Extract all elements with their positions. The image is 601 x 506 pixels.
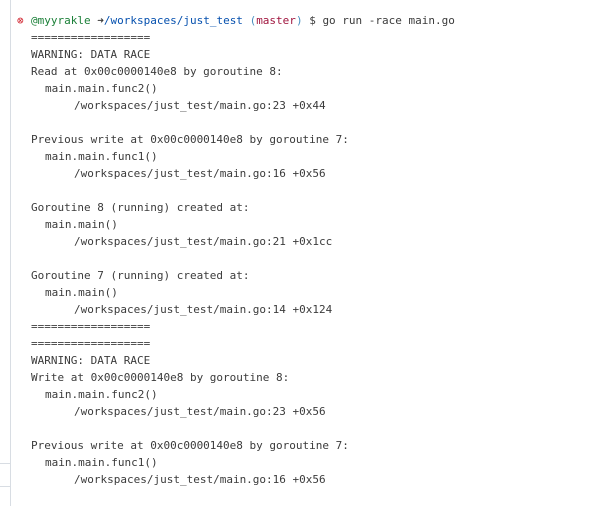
- output-line: WARNING: DATA RACE: [31, 48, 151, 61]
- output-line: main.main.func1(): [45, 150, 158, 163]
- output-line: main.main.func2(): [45, 82, 158, 95]
- output-line: [17, 182, 601, 199]
- prompt-arrow: ➜: [97, 14, 104, 27]
- output-line: main.main(): [45, 218, 118, 231]
- output-line: Previous write at 0x00c0000140e8 by goro…: [31, 439, 349, 452]
- output-line: [17, 114, 601, 131]
- output-line: Goroutine 8 (running) created at:: [31, 201, 250, 214]
- output-line: /workspaces/just_test/main.go:21 +0x1cc: [74, 235, 333, 248]
- output-line: Write at 0x00c0000140e8 by goroutine 8:: [31, 371, 290, 384]
- output-line: /workspaces/just_test/main.go:16 +0x56: [74, 167, 326, 180]
- output-line: Previous write at 0x00c0000140e8 by goro…: [31, 133, 349, 146]
- prompt-user: @myyrakle: [31, 14, 91, 27]
- prompt-branch: master: [256, 14, 296, 27]
- output-line: /workspaces/just_test/main.go:23 +0x56: [74, 405, 326, 418]
- terminal-gutter: [0, 0, 11, 506]
- output-line: Read at 0x00c0000140e8 by goroutine 8:: [31, 65, 283, 78]
- output-line: main.main.func2(): [45, 388, 158, 401]
- error-circle-icon[interactable]: ⊗: [17, 14, 24, 27]
- prompt-line: ⊗ @myyrakle ➜/workspaces/just_test (maste…: [17, 12, 601, 29]
- output-line: WARNING: DATA RACE: [31, 354, 151, 367]
- branch-paren-close: ): [295, 14, 303, 27]
- command-output: ================== WARNING: DATA RACE Read…: [17, 29, 601, 488]
- gutter-divider: [0, 486, 10, 487]
- output-line: ==================: [31, 337, 151, 350]
- output-line: Goroutine 7 (running) created at:: [31, 269, 250, 282]
- gutter-divider: [0, 463, 10, 464]
- output-line: [17, 250, 601, 267]
- output-line: [17, 420, 601, 437]
- prompt-cwd: /workspaces/just_test: [103, 14, 243, 27]
- terminal-output[interactable]: ⊗ @myyrakle ➜/workspaces/just_test (maste…: [17, 12, 601, 488]
- prompt-symbol: $: [309, 14, 316, 27]
- output-line: ==================: [31, 320, 151, 333]
- output-line: /workspaces/just_test/main.go:16 +0x56: [74, 473, 326, 486]
- branch-paren-open: (: [249, 14, 257, 27]
- output-line: main.main.func1(): [45, 456, 158, 469]
- output-line: /workspaces/just_test/main.go:23 +0x44: [74, 99, 326, 112]
- output-line: /workspaces/just_test/main.go:14 +0x124: [74, 303, 333, 316]
- output-line: main.main(): [45, 286, 118, 299]
- prompt-command: go run -race main.go: [322, 14, 455, 27]
- output-line: ==================: [31, 31, 151, 44]
